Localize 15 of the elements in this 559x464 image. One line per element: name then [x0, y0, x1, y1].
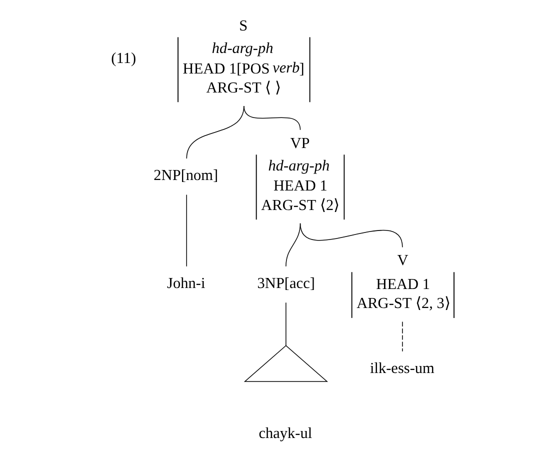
connector — [244, 106, 301, 130]
node-text: S hd-arg-ph HEAD 1[POS verb] ARG-ST ⟨ ⟩ — [182, 17, 304, 96]
node-text: VP hd-arg-ph HEAD 1 ARG-ST ⟨2⟩ — [261, 134, 340, 214]
node-triangle — [244, 345, 328, 382]
node-label: chayk-ul — [258, 425, 312, 442]
connector — [402, 321, 403, 352]
node-text: John-i — [167, 275, 206, 292]
node-text: V HEAD 1 ARG-ST ⟨2, 3⟩ — [356, 252, 450, 312]
node-text: 3NP[acc] — [257, 275, 315, 292]
connector — [186, 106, 244, 159]
connector — [300, 223, 403, 248]
connector — [186, 194, 188, 267]
node-text: ilk-ess-um — [370, 360, 434, 378]
label: (11) — [111, 50, 136, 67]
node-text: 2NP[nom] — [154, 167, 218, 184]
